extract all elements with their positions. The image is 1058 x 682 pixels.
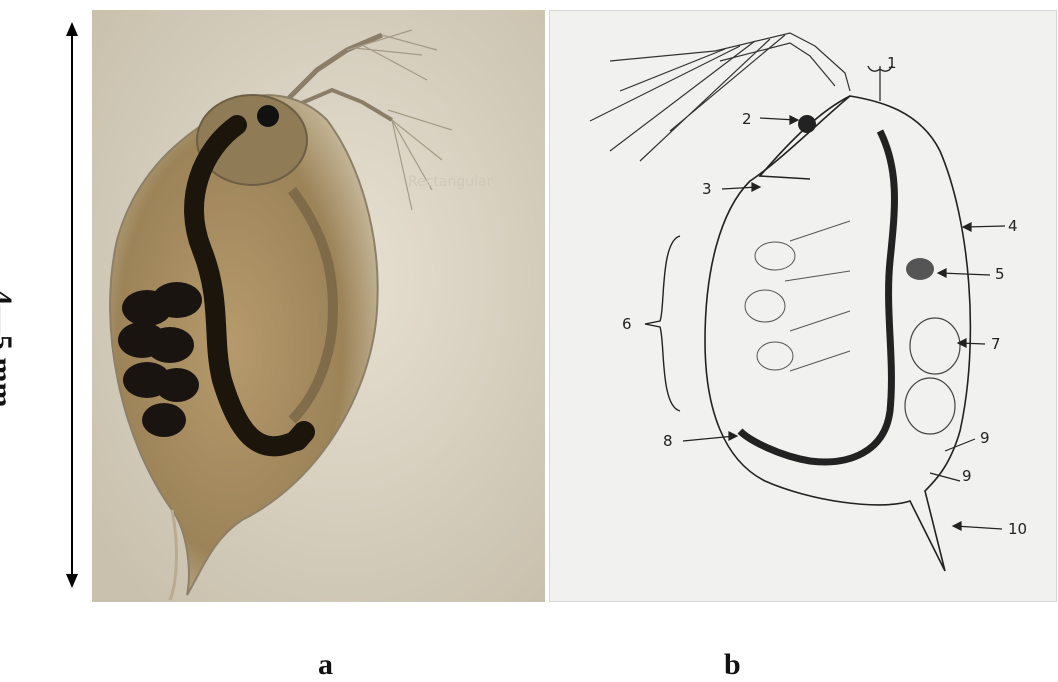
callout-7: 7: [991, 335, 1001, 353]
compound-eye: [798, 115, 816, 133]
callout-6: 6: [622, 315, 632, 333]
callout-5: 5: [995, 265, 1005, 283]
gut-drawing: [740, 131, 894, 462]
panel-a-photo: Rectangular: [92, 10, 545, 602]
callout-2: 2: [742, 110, 752, 128]
watermark-text: Rectangular: [408, 174, 493, 190]
legs-drawing: [745, 221, 850, 371]
brood-embryos: [905, 318, 960, 434]
heart-drawing: [906, 258, 934, 280]
callout-8: 8: [663, 432, 673, 450]
scale-label: 4—5 mm: [0, 290, 18, 407]
scale-bar: 4—5 mm: [0, 0, 90, 610]
callout-3: 3: [702, 180, 712, 198]
brace-6: [645, 236, 680, 411]
callout-10: 10: [1008, 520, 1027, 538]
callout-9b: 9: [962, 467, 972, 485]
callout-4: 4: [1008, 217, 1018, 235]
antenna-drawing: [590, 33, 850, 161]
callout-1: 1: [887, 54, 897, 72]
carapace-outline: [705, 96, 970, 571]
daphnia-photo: Rectangular: [92, 10, 545, 602]
daphnia-drawing: 1 2 3 4 5 6 7 8 9 9 10: [550, 11, 1057, 602]
panel-b-diagram: 1 2 3 4 5 6 7 8 9 9 10: [549, 10, 1057, 602]
panel-letter-a: a: [318, 648, 333, 682]
callout-9a: 9: [980, 429, 990, 447]
panel-letter-b: b: [724, 648, 741, 682]
